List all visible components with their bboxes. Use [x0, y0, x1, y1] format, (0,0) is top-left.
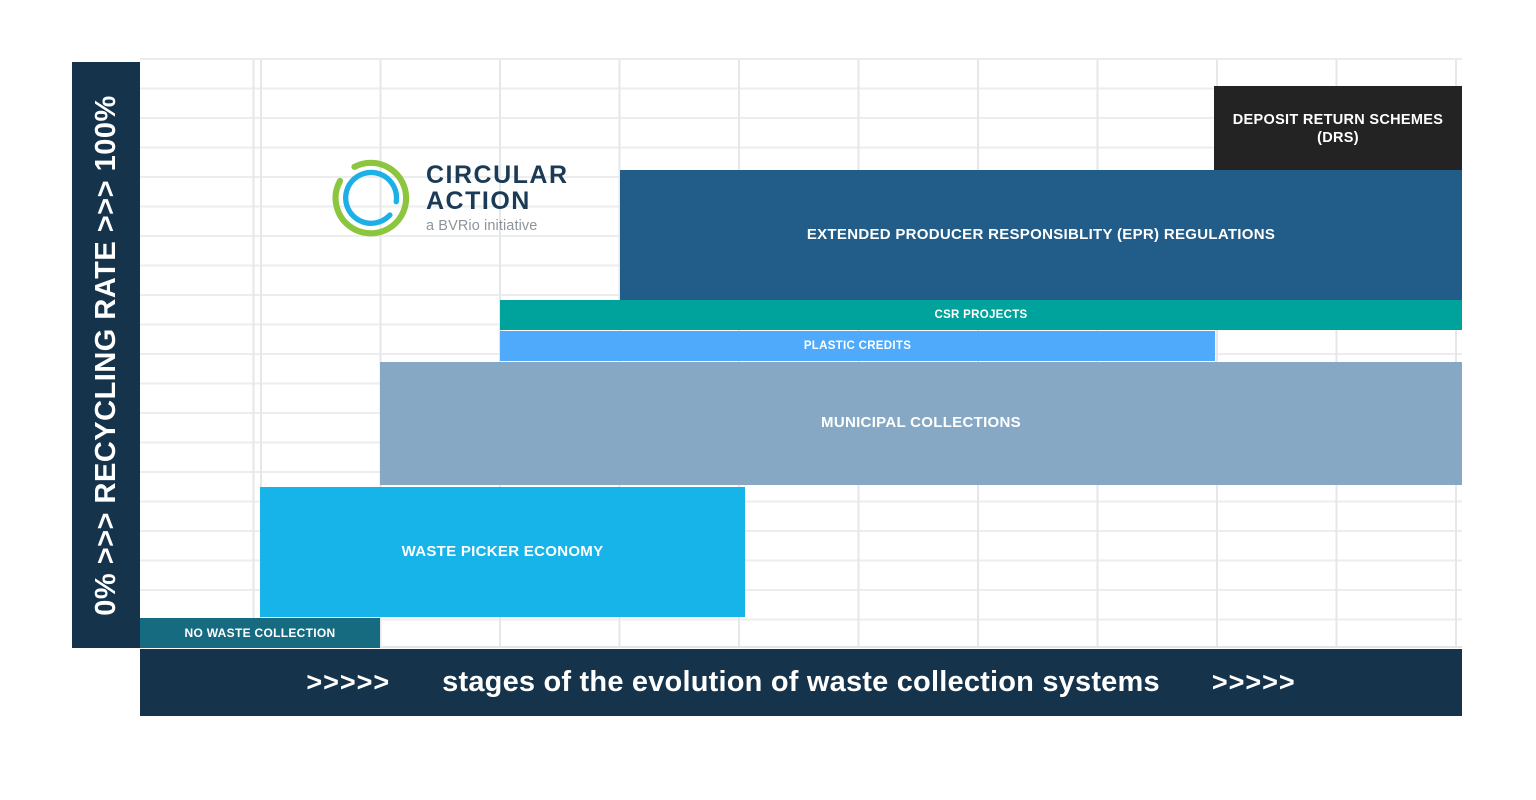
logo-line-1: CIRCULAR [426, 161, 569, 189]
x-axis-left-chevrons: >>>>> [306, 667, 391, 697]
x-axis-title: stages of the evolution of waste collect… [442, 666, 1160, 698]
circular-ring-logo-icon [332, 159, 410, 237]
y-axis-bar: 0% >>> RECYCLING RATE >>> 100% [72, 62, 140, 648]
y-axis-label: 0% >>> RECYCLING RATE >>> 100% [89, 94, 122, 616]
bar-label-no-waste: NO WASTE COLLECTION [184, 625, 336, 640]
bar-deposit-return-schemes: DEPOSIT RETURN SCHEMES (DRS) [1214, 86, 1462, 172]
bar-municipal-collections: MUNICIPAL COLLECTIONS [380, 362, 1462, 485]
circular-action-logo: CIRCULAR ACTION a BVRio initiative [330, 153, 610, 243]
bar-label-municipal: MUNICIPAL COLLECTIONS [821, 414, 1021, 432]
bar-label-epr: EXTENDED PRODUCER RESPONSIBLITY (EPR) RE… [806, 225, 1276, 243]
bar-label-drs-line1: DEPOSIT RETURN SCHEMES [1232, 111, 1444, 128]
plot-area: CIRCULAR ACTION a BVRio initiative DEPOS… [140, 58, 1462, 648]
logo-tagline: a BVRio initiative [426, 218, 538, 234]
plot-bottom-border [140, 646, 1462, 648]
bar-plastic-credits: PLASTIC CREDITS [500, 331, 1215, 361]
bar-label-drs-line2: (DRS) [1317, 130, 1359, 146]
plot-top-border [140, 58, 1462, 60]
x-axis-bar: >>>>> stages of the evolution of waste c… [140, 649, 1462, 716]
logo-wordmark: CIRCULAR ACTION a BVRio initiative [426, 162, 569, 234]
bar-label-csr: CSR PROJECTS [934, 308, 1028, 321]
bar-csr-projects: CSR PROJECTS [500, 300, 1462, 330]
bar-waste-picker-economy: WASTE PICKER ECONOMY [260, 487, 745, 617]
bar-label-waste-picker: WASTE PICKER ECONOMY [401, 542, 604, 560]
logo-line-2: ACTION [426, 187, 531, 215]
x-axis-right-chevrons: >>>>> [1211, 667, 1296, 697]
bar-no-waste-collection: NO WASTE COLLECTION [140, 618, 380, 648]
bar-extended-producer-responsibility: EXTENDED PRODUCER RESPONSIBLITY (EPR) RE… [620, 170, 1462, 300]
bar-label-plastic-credits: PLASTIC CREDITS [803, 339, 912, 352]
